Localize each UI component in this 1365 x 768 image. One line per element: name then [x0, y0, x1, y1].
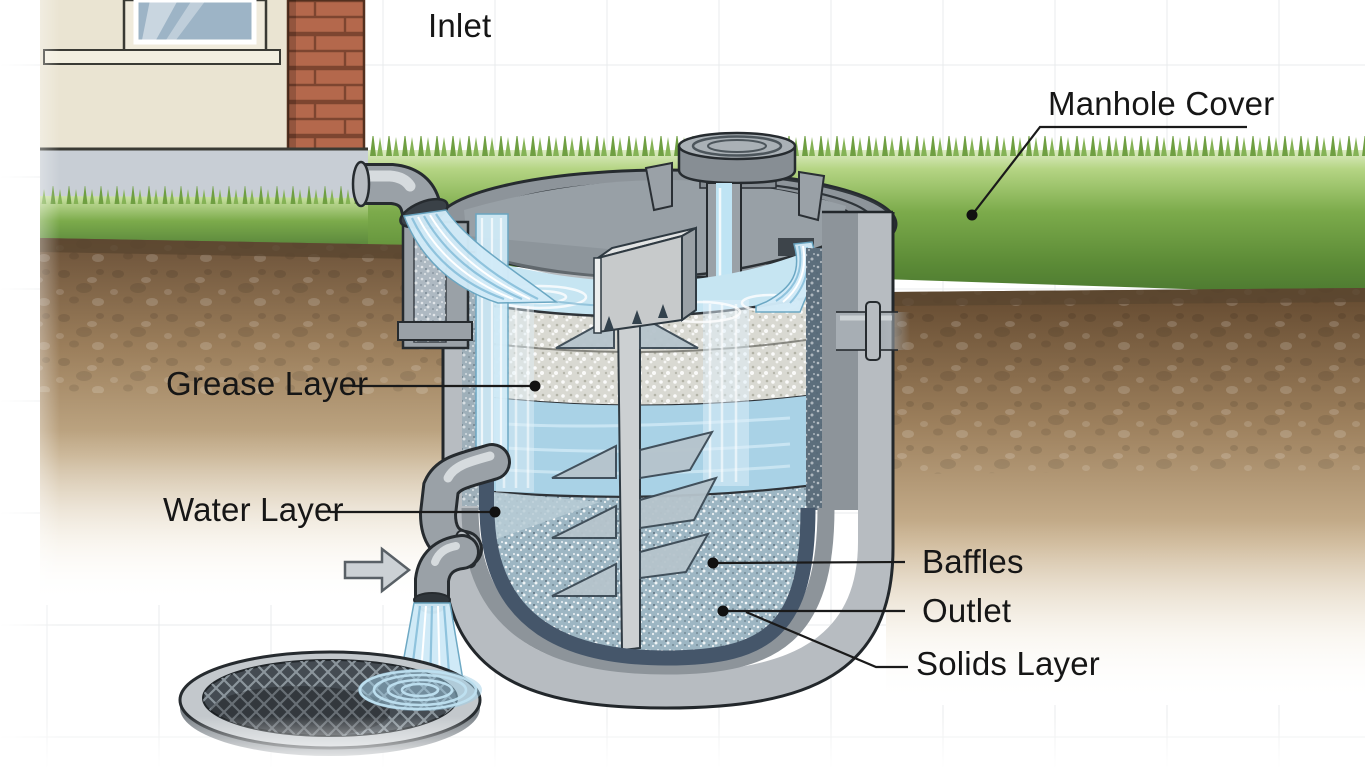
leader-lines: [330, 125, 1247, 669]
flow-arrow-icon: [343, 546, 412, 594]
soil-left: [40, 238, 470, 605]
outlet-pipe-right: [836, 301, 910, 361]
baffle: [551, 226, 718, 652]
window-sill: [43, 49, 281, 65]
building: [40, 0, 368, 202]
leader-dots: [489, 209, 978, 617]
baffles-label: Baffles: [922, 543, 1024, 580]
grease-layer-label: Grease Layer: [166, 365, 369, 402]
inlet-water-cascade: [402, 209, 559, 304]
inlet-label: Inlet: [428, 7, 492, 44]
manhole-cover-label: Manhole Cover: [1048, 85, 1275, 122]
water-layer: [494, 396, 806, 497]
baffle-fins: [551, 314, 718, 597]
drain-pipe: [413, 443, 511, 614]
tank: [434, 131, 910, 710]
baffle-plate: [593, 226, 697, 334]
soil-right: [886, 288, 1365, 705]
water-layer-label: Water Layer: [163, 491, 344, 528]
solids-layer-label: Solids Layer: [916, 645, 1100, 682]
inlet-assembly: [397, 213, 511, 691]
left-fade: [0, 0, 60, 768]
inlet-water-cascade-right: [755, 238, 816, 313]
grate-splash: [358, 669, 482, 711]
outlet-label: Outlet: [922, 592, 1012, 629]
tank-shell: [441, 210, 895, 710]
window: [122, 0, 268, 56]
brick-column: [286, 0, 366, 151]
bottom-fade: [0, 716, 1365, 768]
inlet-pipe: [351, 160, 559, 304]
